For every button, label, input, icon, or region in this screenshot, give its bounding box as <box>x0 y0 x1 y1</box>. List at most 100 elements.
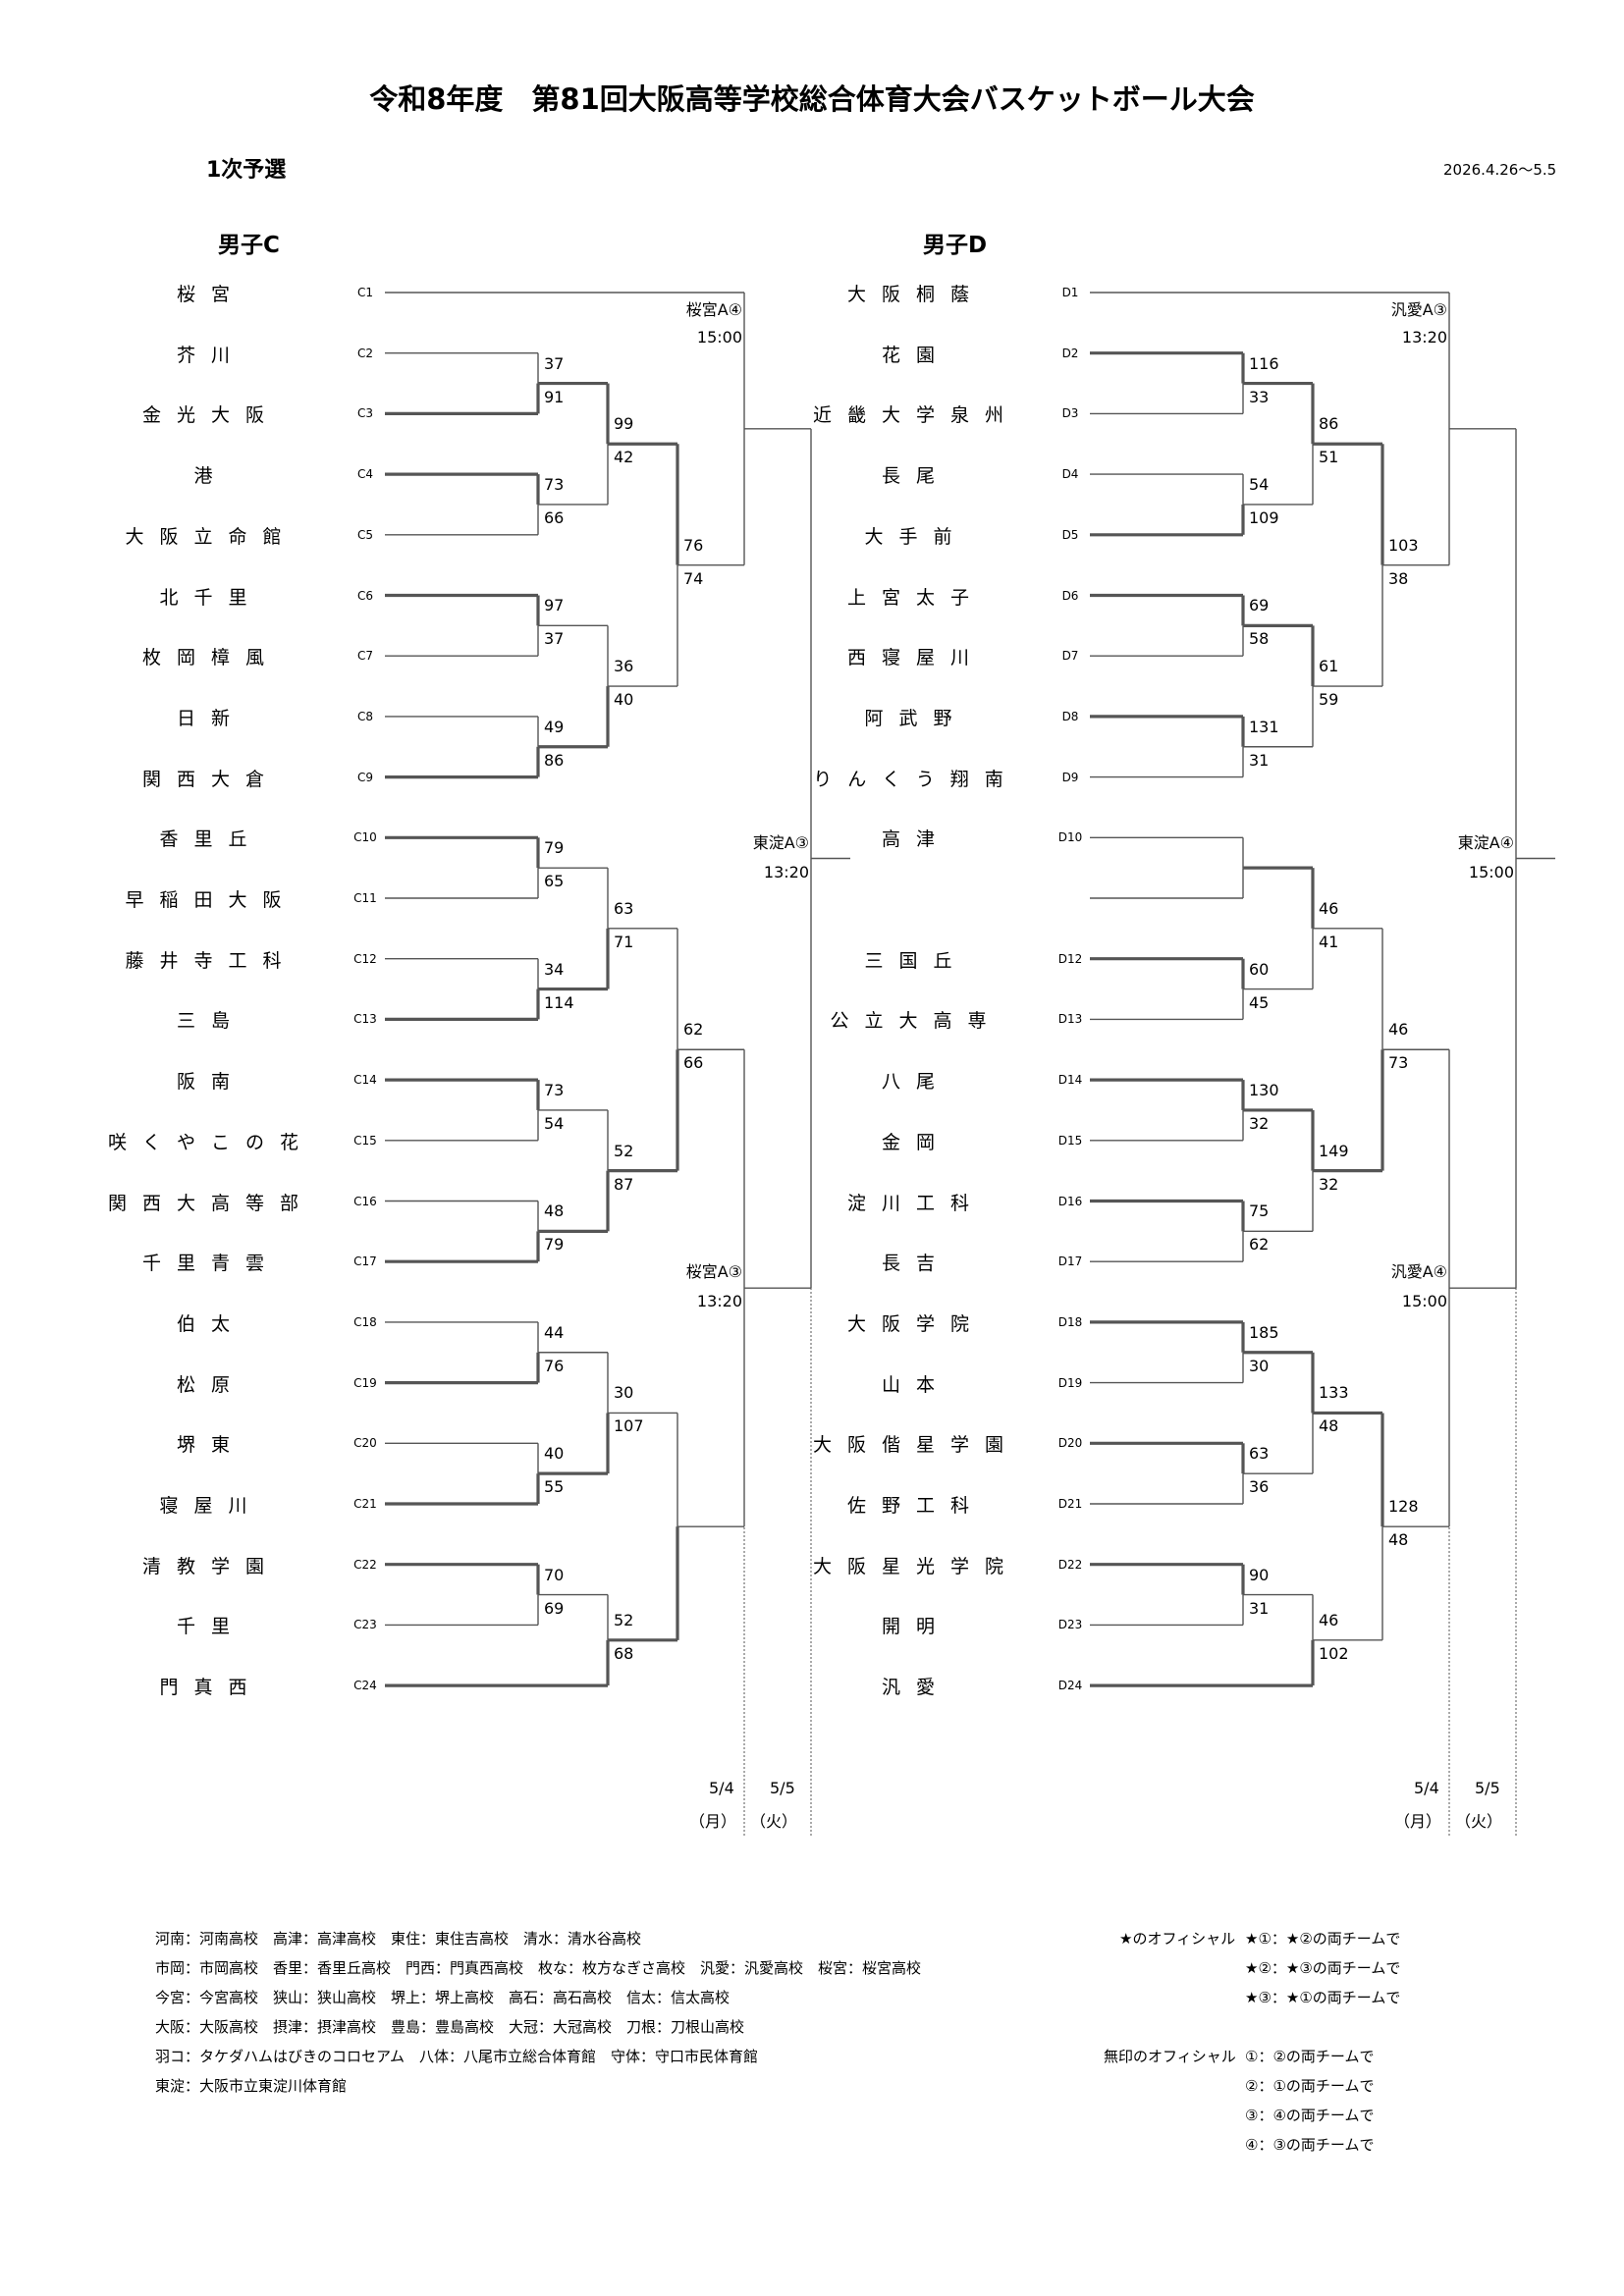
score-label: 58 <box>1249 629 1270 649</box>
team-name: 大阪偕星学園 <box>813 1434 1020 1457</box>
team-code: D1 <box>1061 286 1079 299</box>
score-label: 99 <box>614 414 634 434</box>
legend-line: 東淀：大阪市立東淀川体育館 <box>155 2077 348 2095</box>
score-label: 49 <box>544 717 565 736</box>
venue-label: 桜宮A③ <box>685 1262 742 1282</box>
team-code: C12 <box>353 951 377 966</box>
team-code: C2 <box>356 346 373 360</box>
score-label: 65 <box>544 872 565 891</box>
team-name: 西寝屋川 <box>846 647 985 669</box>
team-name: 佐野工科 <box>846 1495 985 1517</box>
team-code: D13 <box>1057 1012 1083 1027</box>
team-code: D20 <box>1057 1436 1083 1451</box>
team-name: 金光大阪 <box>141 404 280 427</box>
team-name: 八尾 <box>881 1071 950 1094</box>
team-code: C23 <box>353 1618 377 1632</box>
score-label: 48 <box>1388 1530 1409 1550</box>
tournament-dates: 2026.4.26～5.5 <box>1443 161 1557 179</box>
team-code: D17 <box>1057 1255 1083 1269</box>
score-label: 70 <box>544 1565 565 1584</box>
team-code: C9 <box>356 770 373 784</box>
team-name: 大阪立命館 <box>125 525 298 548</box>
team-code: D12 <box>1057 951 1083 966</box>
team-code: D15 <box>1057 1133 1083 1148</box>
plain-official-rule: ④：③の両チームで <box>1245 2136 1375 2154</box>
team-name: 三国丘 <box>864 949 968 972</box>
team-name: 近畿大学泉州 <box>813 404 1020 427</box>
team-code: D2 <box>1061 346 1079 360</box>
team-name: 阪南 <box>176 1071 245 1094</box>
score-label: 61 <box>1319 657 1339 676</box>
match-time: 15:00 <box>1401 1292 1447 1311</box>
score-label: 107 <box>614 1416 644 1436</box>
team-name: 咲くやこの花 <box>108 1131 315 1153</box>
team-code: C24 <box>353 1679 377 1693</box>
team-name: 堺東 <box>176 1434 245 1457</box>
day-weekday: （月） <box>689 1812 737 1831</box>
team-name: 伯太 <box>176 1312 245 1335</box>
team-name: 門真西 <box>159 1677 263 1699</box>
score-label: 76 <box>544 1356 565 1375</box>
team-code: C14 <box>353 1073 377 1088</box>
score-label: 185 <box>1249 1322 1279 1342</box>
page-title: 令和8年度 第81回大阪高等学校総合体育大会バスケットボール大会 <box>369 82 1255 116</box>
team-name: 芥川 <box>176 344 245 366</box>
team-code: D16 <box>1057 1194 1083 1208</box>
score-label: 31 <box>1249 1598 1270 1618</box>
venue-label: 東淀A③ <box>752 832 809 852</box>
plain-official-rule: ②：①の両チームで <box>1245 2077 1375 2095</box>
team-code: C1 <box>356 286 373 299</box>
star-official-rule: ★③：★①の両チームで <box>1245 1989 1401 2006</box>
score-label: 74 <box>683 568 704 588</box>
score-label: 44 <box>544 1322 565 1342</box>
day-date: 5/5 <box>770 1779 795 1797</box>
legend-line: 河南：河南高校 高津：高津高校 東住：東住吉高校 清水：清水谷高校 <box>155 1930 642 1948</box>
team-name: 阿武野 <box>864 707 968 729</box>
score-label: 128 <box>1388 1497 1419 1517</box>
match-time: 13:20 <box>763 862 809 881</box>
score-label: 59 <box>1319 690 1339 710</box>
score-label: 51 <box>1319 448 1339 467</box>
score-label: 109 <box>1249 507 1279 527</box>
team-name: 上宮太子 <box>846 586 985 609</box>
score-label: 30 <box>614 1383 634 1403</box>
score-label: 46 <box>1388 1020 1409 1040</box>
star-official-rule: ★②：★③の両チームで <box>1245 1959 1401 1977</box>
team-code: C10 <box>353 830 377 845</box>
team-code: C11 <box>353 891 377 905</box>
score-label: 86 <box>544 750 565 770</box>
team-name: 長尾 <box>881 465 950 488</box>
team-code: D10 <box>1057 830 1083 845</box>
score-label: 131 <box>1249 717 1279 736</box>
score-label: 42 <box>614 448 634 467</box>
score-label: 69 <box>544 1598 565 1618</box>
score-label: 133 <box>1319 1383 1349 1403</box>
legend-line: 市岡：市岡高校 香里：香里丘高校 門西：門真西高校 枚な：枚方なぎさ高校 汎愛：… <box>155 1959 922 1977</box>
score-label: 52 <box>614 1141 634 1160</box>
team-code: C5 <box>356 527 373 542</box>
team-name: 大手前 <box>864 525 968 548</box>
team-name: 香里丘 <box>159 828 263 851</box>
team-code: C18 <box>353 1314 377 1329</box>
team-name: 藤井寺工科 <box>125 949 298 972</box>
team-name: 大阪桐蔭 <box>846 284 985 305</box>
team-name: 港 <box>193 465 229 488</box>
score-label: 130 <box>1249 1080 1279 1099</box>
match-time: 15:00 <box>1468 862 1514 881</box>
match-time: 13:20 <box>696 1292 742 1311</box>
score-label: 37 <box>544 629 565 649</box>
score-label: 97 <box>544 596 565 615</box>
score-label: 40 <box>614 690 634 710</box>
score-label: 90 <box>1249 1565 1270 1584</box>
team-code: D7 <box>1061 649 1079 664</box>
score-label: 73 <box>544 474 565 494</box>
team-code: C22 <box>353 1557 377 1572</box>
team-name: 日新 <box>176 707 245 729</box>
score-label: 34 <box>544 959 565 979</box>
score-label: 63 <box>614 898 634 918</box>
score-label: 69 <box>1249 596 1270 615</box>
score-label: 68 <box>614 1643 634 1663</box>
team-name: 金岡 <box>881 1131 950 1153</box>
score-label: 62 <box>683 1020 704 1040</box>
